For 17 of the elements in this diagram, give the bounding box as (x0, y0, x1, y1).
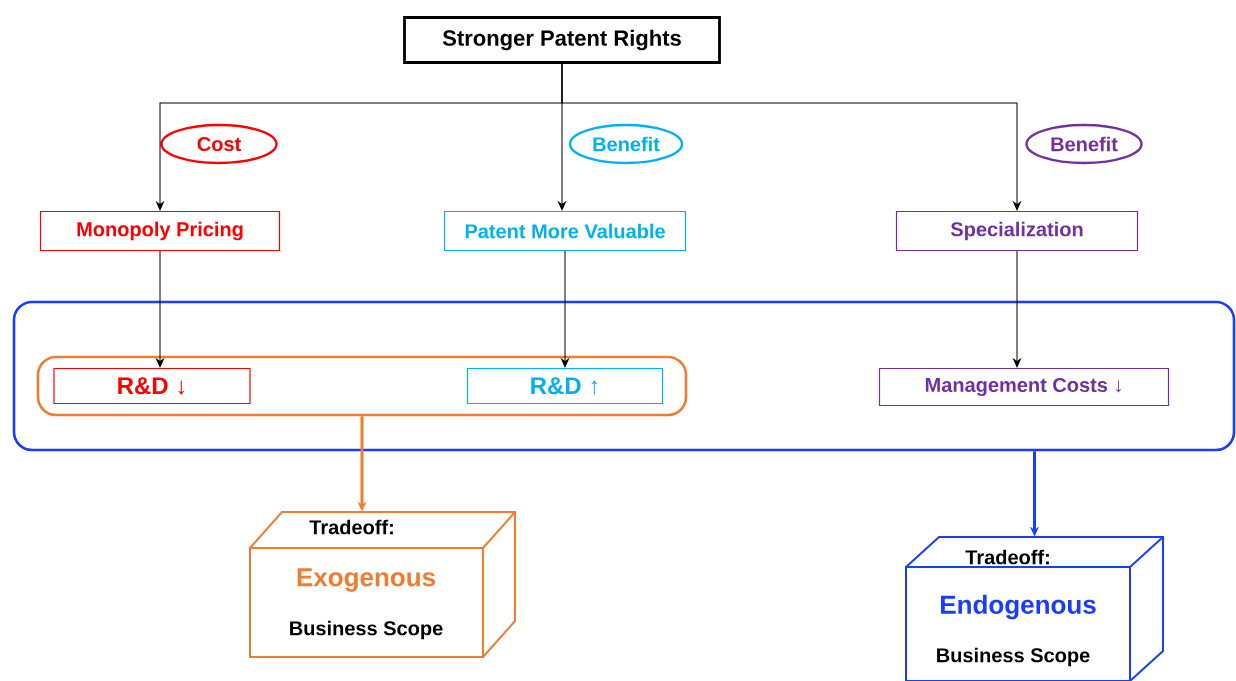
result-box: R&D ↓ (53, 367, 251, 405)
arrow (561, 250, 569, 368)
arrow (156, 250, 164, 368)
group-frame (36, 355, 688, 417)
arrow (561, 63, 1021, 211)
cube-box: Tradeoff: Endogenous Business Scope (905, 536, 1164, 681)
process-box: Monopoly Pricing (39, 210, 281, 252)
result-box: Management Costs ↓ (878, 367, 1170, 407)
process-box: Patent More Valuable (443, 210, 687, 252)
node-label: Tradeoff: (309, 519, 393, 535)
node-label: Tradeoff: (965, 549, 1049, 565)
result-box: R&D ↑ (466, 367, 664, 405)
arrow (1013, 250, 1021, 368)
cube-box: Tradeoff: Exogenous Business Scope (249, 511, 516, 658)
process-box: Specialization (895, 210, 1139, 252)
title-box: Stronger Patent Rights (403, 16, 721, 64)
group-frame (12, 300, 1236, 452)
